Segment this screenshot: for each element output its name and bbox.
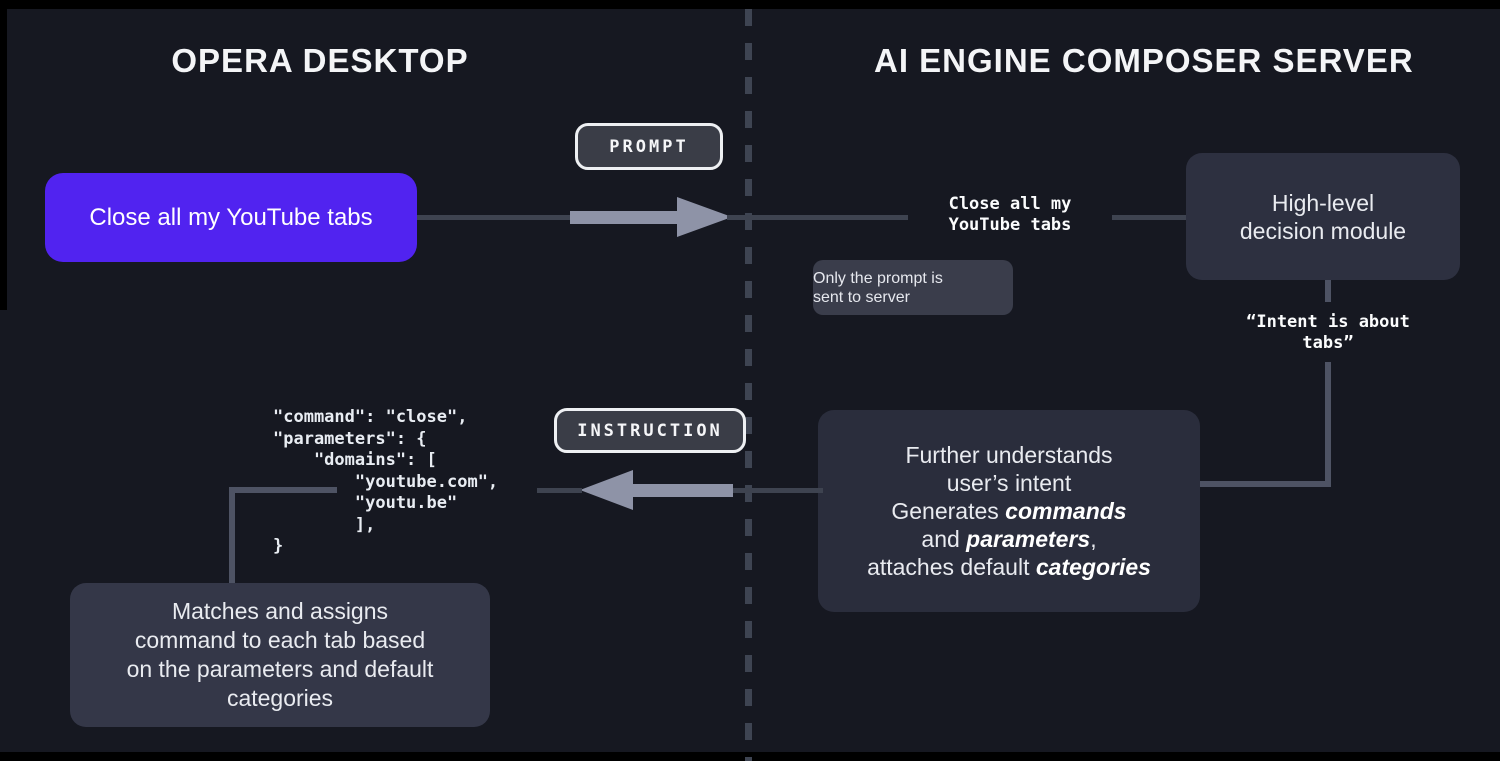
user-prompt-text: Close all my YouTube tabs xyxy=(89,203,373,231)
intent-quote-line: “Intent is about xyxy=(1246,312,1410,332)
server-note-line: sent to server xyxy=(813,288,910,306)
server-note-line: Only the prompt is xyxy=(813,269,943,287)
instruction-arrow-left-icon xyxy=(580,470,633,510)
tab-matching-line: categories xyxy=(226,685,334,711)
instruction-line-left xyxy=(537,488,582,493)
ai-engine-composer-server-heading: AI ENGINE COMPOSER SERVER xyxy=(874,42,1414,79)
prompt-arrow-right-icon xyxy=(677,197,732,237)
processing-line-4: and parameters, xyxy=(921,526,1097,552)
prompt-badge: PROMPT xyxy=(575,123,723,170)
decision-module-box: High-level decision module xyxy=(1186,153,1460,280)
decision-module-line: decision module xyxy=(1239,217,1407,244)
server-note-box: Only the prompt is sent to server xyxy=(813,260,1013,315)
prompt-line-right xyxy=(727,215,908,220)
processing-line-3: Generates commands xyxy=(891,498,1127,524)
prompt-text-line: YouTube tabs xyxy=(948,215,1072,235)
instruction-badge-label: INSTRUCTION xyxy=(577,420,723,441)
emphasis-categories: categories xyxy=(1035,554,1151,580)
prompt-badge-label: PROMPT xyxy=(609,136,689,157)
prompt-line-to-module xyxy=(1112,215,1186,220)
prompt-arrow-body xyxy=(570,211,677,224)
connector-json-vertical xyxy=(229,487,235,583)
instruction-arrow-body xyxy=(633,484,733,497)
connector-json-horizontal xyxy=(230,487,337,493)
tab-matching-line: on the parameters and default xyxy=(126,656,434,682)
tab-matching-box: Matches and assigns command to each tab … xyxy=(70,583,490,727)
processing-line-5: attaches default categories xyxy=(867,554,1151,580)
tab-matching-line: Matches and assigns xyxy=(171,598,389,624)
intent-quote-line: tabs” xyxy=(1302,333,1354,353)
center-dashed-divider xyxy=(745,9,752,761)
decision-module-line: High-level xyxy=(1271,189,1375,216)
processing-line-2: user’s intent xyxy=(946,470,1072,496)
instruction-line-right xyxy=(733,488,823,493)
opera-desktop-heading: OPERA DESKTOP xyxy=(171,42,469,79)
emphasis-parameters: parameters xyxy=(966,526,1091,552)
processing-line-1: Further understands xyxy=(905,442,1113,468)
prompt-text-line: Close all my xyxy=(948,194,1072,214)
connector-intent-vertical xyxy=(1325,362,1331,487)
intent-processing-box: Further understands user’s intent Genera… xyxy=(818,410,1200,612)
frame-left xyxy=(0,0,7,310)
emphasis-commands: commands xyxy=(1005,498,1127,524)
connector-module-stub xyxy=(1325,280,1331,302)
intent-quote: “Intent is about tabs” xyxy=(1222,312,1434,354)
instruction-badge: INSTRUCTION xyxy=(554,408,746,453)
instruction-json-code: "command": "close", "parameters": { "dom… xyxy=(273,407,499,556)
connector-intent-horizontal xyxy=(1200,481,1331,487)
frame-top xyxy=(0,0,1500,9)
user-prompt-box: Close all my YouTube tabs xyxy=(45,173,417,262)
tab-matching-line: command to each tab based xyxy=(134,627,426,653)
prompt-line-left xyxy=(417,215,572,220)
prompt-text-on-server: Close all my YouTube tabs xyxy=(908,194,1112,236)
